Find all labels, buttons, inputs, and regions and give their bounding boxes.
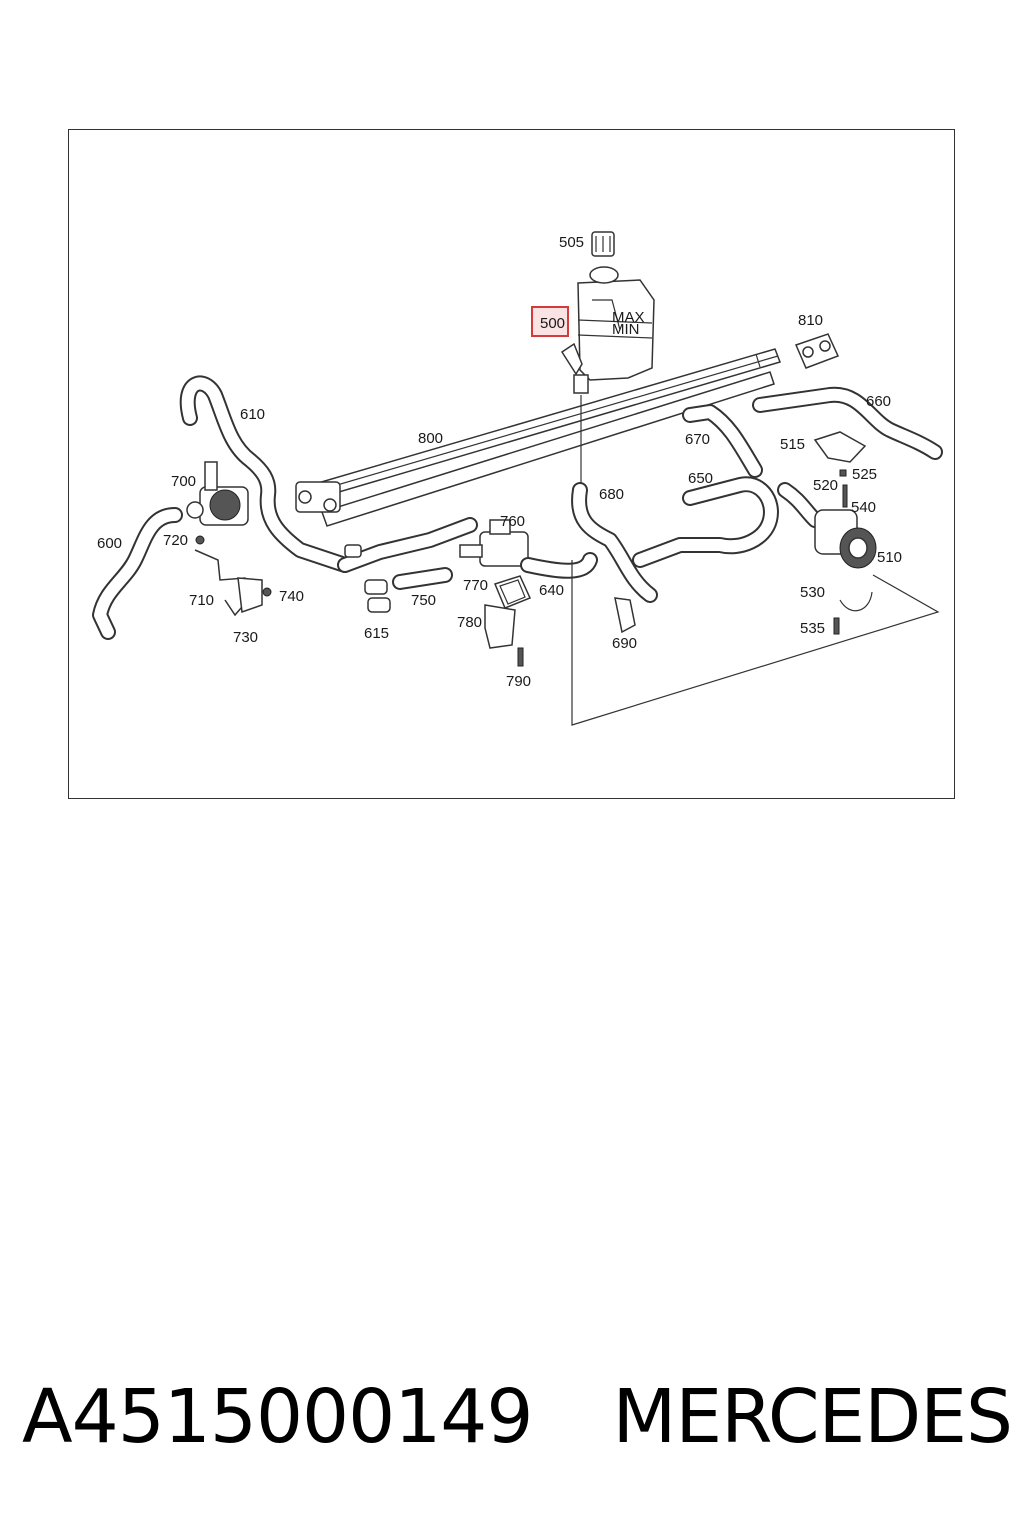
highlight-box-500 [531, 306, 569, 337]
clamps-615 [344, 544, 391, 613]
label-720: 720 [163, 532, 188, 549]
hose-640 [520, 552, 598, 579]
label-660: 660 [866, 393, 891, 410]
label-530: 530 [800, 584, 825, 601]
label-505: 505 [559, 234, 584, 251]
pump-700 [186, 461, 249, 526]
bracket-780 [484, 604, 524, 667]
hose-615-run [337, 517, 478, 573]
hose-600 [92, 507, 183, 640]
label-600: 600 [97, 535, 122, 552]
label-515: 515 [780, 436, 805, 453]
leader-lines [571, 560, 940, 726]
label-615: 615 [364, 625, 389, 642]
label-690: 690 [612, 635, 637, 652]
parts-diagram-frame [68, 129, 955, 799]
hose-610 [179, 375, 353, 573]
connector-800-end [295, 481, 341, 513]
label-670: 670 [685, 431, 710, 448]
label-740: 740 [279, 588, 304, 605]
pump-510 [814, 509, 877, 569]
hose-660 [752, 386, 943, 460]
label-710: 710 [189, 592, 214, 609]
label-680: 680 [599, 486, 624, 503]
label-510: 510 [877, 549, 902, 566]
gasket-770 [493, 575, 532, 609]
label-640: 640 [539, 582, 564, 599]
label-750: 750 [411, 592, 436, 609]
cap-505 [591, 231, 615, 257]
label-790: 790 [506, 673, 531, 690]
bracket-515 [813, 431, 867, 508]
label-760: 760 [500, 513, 525, 530]
hose-670 [682, 404, 763, 478]
flange-810 [794, 333, 840, 369]
tank-max-marking: MAX [612, 309, 645, 326]
hose-750 [392, 567, 453, 590]
label-800: 800 [418, 430, 443, 447]
part-number: A4515000149 [22, 1374, 533, 1460]
brand-name: MERCEDES [612, 1374, 1013, 1460]
label-770: 770 [463, 577, 488, 594]
hose-650 [632, 476, 779, 568]
label-780: 780 [457, 614, 482, 631]
label-810: 810 [798, 312, 823, 329]
label-540: 540 [851, 499, 876, 516]
label-520: 520 [813, 477, 838, 494]
hose-to-510 [777, 482, 823, 528]
label-610: 610 [240, 406, 265, 423]
label-535: 535 [800, 620, 825, 637]
label-500: 500 [540, 315, 565, 332]
coolant-system-exploded-diagram: .hose { fill:none; stroke:#333; stroke-w… [92, 231, 943, 726]
bracket-710-730 [194, 535, 272, 617]
label-730: 730 [233, 629, 258, 646]
expansion-tank-500: MAX MIN [560, 266, 655, 485]
bracket-690 [614, 597, 636, 634]
valve-760 [459, 519, 529, 567]
label-525: 525 [852, 466, 877, 483]
hose-680 [571, 482, 658, 603]
product-caption: A4515000149 MERCEDES [22, 1372, 1013, 1462]
clamp-530 [833, 591, 873, 635]
label-650: 650 [688, 470, 713, 487]
tank-min-marking: MIN [612, 321, 640, 338]
label-700: 700 [171, 473, 196, 490]
